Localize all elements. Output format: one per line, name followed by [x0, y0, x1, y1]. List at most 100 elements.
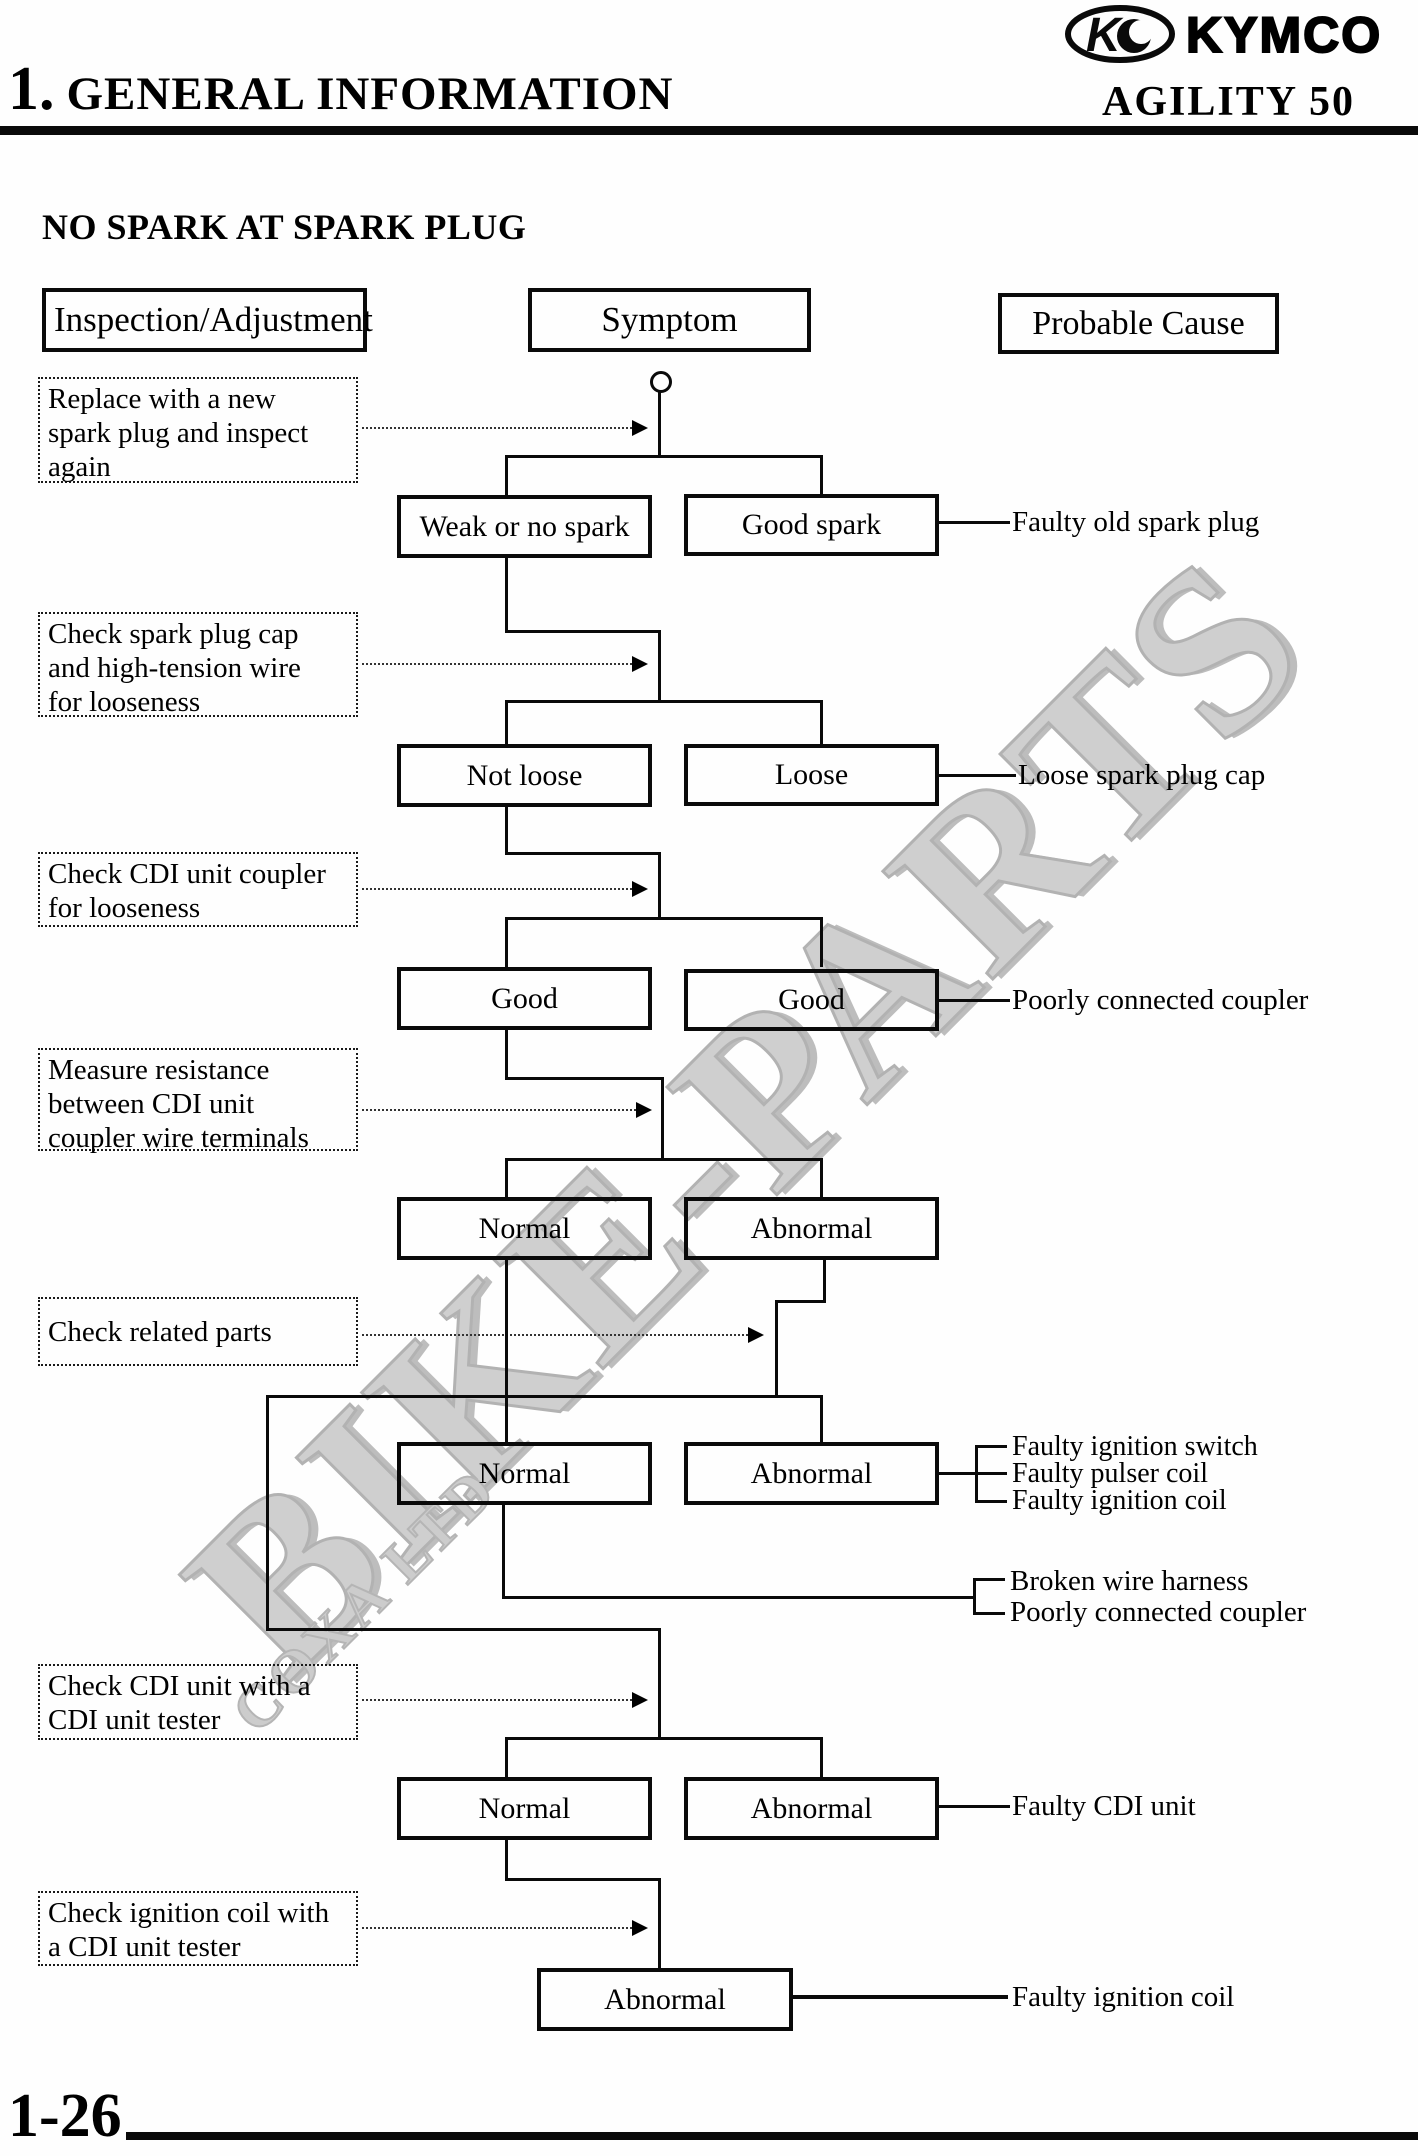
symptom-box-abnormal-resistance: Abnormal	[684, 1197, 939, 1260]
flow-line	[505, 1259, 508, 1395]
flow-line	[658, 1878, 661, 1968]
cause-connector	[938, 1805, 1010, 1808]
flow-line	[505, 1878, 661, 1881]
cause-connector	[938, 774, 1016, 777]
chapter-title: GENERAL INFORMATION	[66, 68, 674, 120]
cause-label-ignition-switch-pulser-coil: Faulty ignition switch Faulty pulser coi…	[1012, 1431, 1258, 1516]
flow-line	[658, 630, 661, 700]
symptom-box-normal-cdi: Normal	[397, 1777, 652, 1840]
chapter-number: 1.	[8, 55, 55, 123]
flow-start-circle	[650, 371, 672, 393]
flow-line	[505, 1158, 508, 1197]
flow-line	[266, 1628, 661, 1631]
flow-line	[658, 852, 661, 917]
bracket-line	[975, 1445, 1007, 1448]
kymco-logo-icon: K	[1065, 5, 1175, 63]
flow-line	[502, 1504, 505, 1597]
symptom-box-abnormal-cdi: Abnormal	[684, 1777, 939, 1840]
dotted-connector	[362, 427, 632, 429]
cause-label-faulty-ignition-coil: Faulty ignition coil	[1012, 1981, 1235, 2013]
dotted-connector	[362, 1927, 632, 1929]
flow-line	[505, 557, 508, 630]
symptom-box-abnormal-ignition-coil: Abnormal	[537, 1968, 793, 2031]
flow-line	[820, 1737, 823, 1777]
arrowhead-icon	[636, 1102, 652, 1118]
dotted-connector	[362, 1334, 748, 1336]
flow-line	[505, 1029, 508, 1077]
cause-label-loose-spark-plug-cap: Loose spark plug cap	[1018, 759, 1266, 791]
chapter-heading: 1. GENERAL INFORMATION	[8, 58, 673, 120]
inspection-box-check-cdi-coupler: Check CDI unit coupler for looseness	[38, 852, 358, 927]
flow-line	[505, 700, 508, 744]
flow-line	[505, 806, 508, 852]
column-header-probable-cause: Probable Cause	[998, 293, 1279, 354]
flow-line	[820, 455, 823, 495]
flow-line	[658, 1628, 661, 1737]
symptom-box-weak-or-no-spark: Weak or no spark	[397, 495, 652, 558]
flow-line	[505, 700, 823, 703]
arrowhead-icon	[632, 1920, 648, 1936]
bracket-line	[975, 1500, 1007, 1503]
cause-label-broken-wire-harness: Broken wire harness Poorly connected cou…	[1010, 1565, 1307, 1628]
brand-logo-text: KYMCO	[1185, 6, 1383, 64]
inspection-box-check-plug-cap: Check spark plug cap and high-tension wi…	[38, 612, 358, 718]
flow-line	[820, 1158, 823, 1197]
flow-line	[775, 1300, 826, 1303]
inspection-box-measure-resistance: Measure resistance between CDI unit coup…	[38, 1048, 358, 1154]
cause-label-faulty-old-spark-plug: Faulty old spark plug	[1012, 506, 1260, 538]
symptom-box-abnormal-parts: Abnormal	[684, 1442, 939, 1505]
bracket-line	[975, 1472, 1007, 1475]
cause-connector	[938, 1472, 978, 1475]
flow-line	[505, 1395, 508, 1442]
inspection-box-check-cdi-unit: Check CDI unit with a CDI unit tester	[38, 1664, 358, 1740]
flow-line	[505, 1839, 508, 1878]
symptom-box-good-right: Good	[684, 969, 939, 1031]
flow-line	[505, 1737, 508, 1777]
flow-line	[505, 455, 508, 495]
arrowhead-icon	[632, 656, 648, 672]
column-header-inspection: Inspection/Adjustment	[42, 288, 373, 352]
dotted-connector	[362, 1699, 632, 1701]
inspection-box-check-related-parts: Check related parts	[38, 1297, 358, 1366]
flow-line	[820, 700, 823, 744]
flow-line	[502, 1596, 973, 1599]
flow-line	[658, 391, 661, 455]
symptom-box-normal-resistance: Normal	[397, 1197, 652, 1260]
flow-line	[505, 917, 823, 920]
cause-label-poorly-connected-coupler: Poorly connected coupler	[1012, 984, 1309, 1016]
dotted-connector	[362, 1109, 636, 1111]
flow-line	[505, 917, 508, 967]
arrowhead-icon	[748, 1327, 764, 1343]
flow-line	[505, 1158, 823, 1161]
arrowhead-icon	[632, 881, 648, 897]
cause-connector	[938, 521, 1010, 524]
symptom-box-good-spark: Good spark	[684, 494, 939, 556]
dotted-connector	[362, 888, 632, 890]
cause-label-faulty-cdi-unit: Faulty CDI unit	[1012, 1790, 1196, 1822]
flow-line	[505, 852, 661, 855]
bracket-line	[973, 1612, 1005, 1615]
flow-line	[820, 1395, 823, 1442]
flow-line	[820, 917, 823, 967]
bracket-line	[973, 1578, 1005, 1581]
flow-line	[505, 1077, 663, 1080]
flow-line	[505, 630, 661, 633]
footer-rule	[126, 2132, 1418, 2140]
header-rule	[0, 126, 1418, 135]
flow-line	[823, 1259, 826, 1300]
symptom-box-loose: Loose	[684, 744, 939, 806]
column-header-symptom: Symptom	[528, 288, 811, 352]
arrowhead-icon	[632, 420, 648, 436]
flow-line	[505, 455, 823, 458]
page-title: NO SPARK AT SPARK PLUG	[42, 207, 527, 247]
flow-line	[775, 1300, 778, 1395]
inspection-box-check-ignition-coil: Check ignition coil with a CDI unit test…	[38, 1891, 358, 1966]
flow-line	[266, 1395, 269, 1628]
symptom-box-normal-parts: Normal	[397, 1442, 652, 1505]
cause-connector	[792, 1995, 1008, 1999]
flow-line	[661, 1077, 664, 1158]
cause-connector	[938, 999, 1010, 1002]
bracket-line	[973, 1578, 976, 1615]
flow-line	[505, 1737, 823, 1740]
